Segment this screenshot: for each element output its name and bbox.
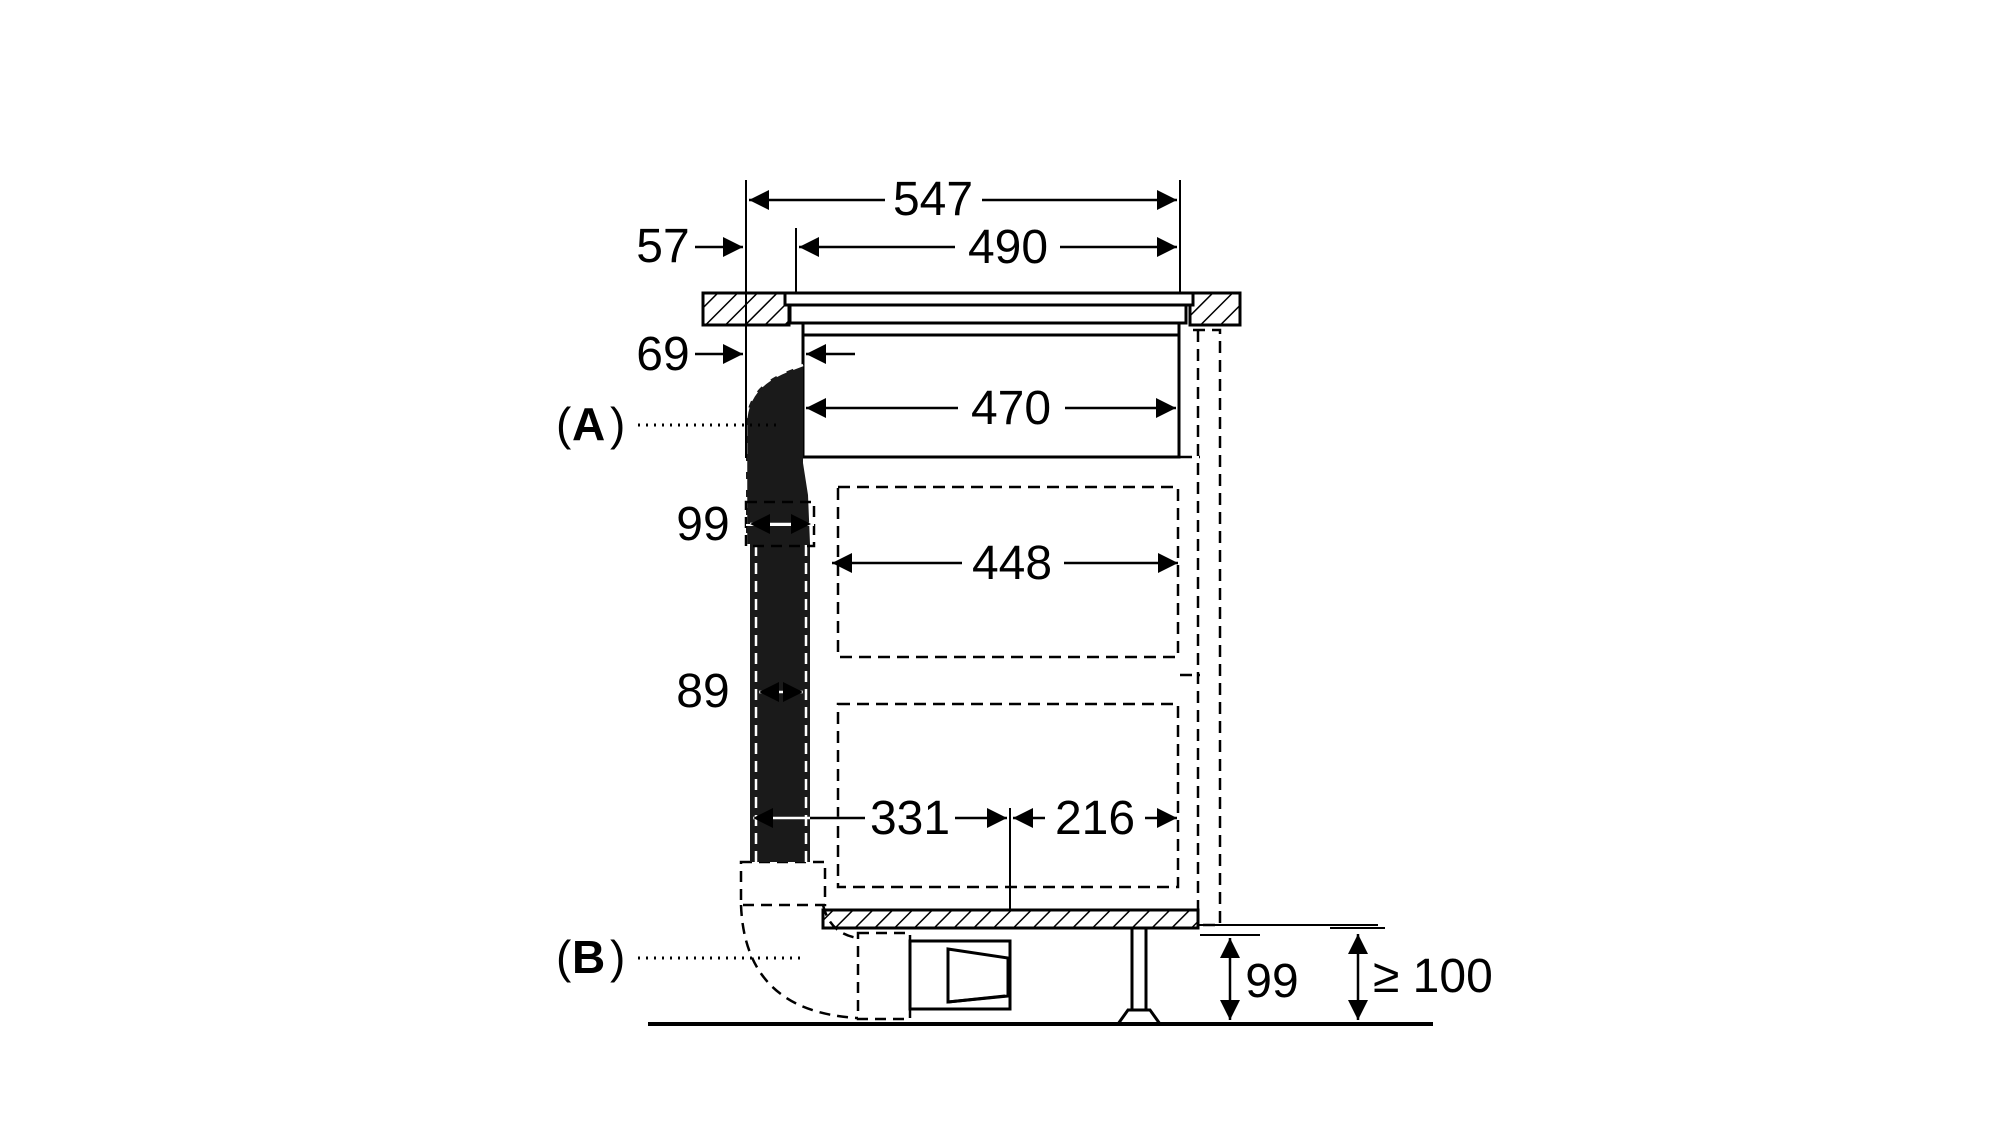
dim-448-text: 448 — [972, 537, 1052, 590]
dim-490-text: 490 — [968, 221, 1048, 274]
svg-text:(: ( — [556, 398, 572, 450]
dim-547-text: 547 — [893, 173, 973, 226]
duct-elbow — [739, 860, 912, 1021]
svg-text:A: A — [572, 398, 605, 450]
hob-frame — [788, 303, 1188, 325]
hob-top — [783, 291, 1195, 325]
svg-text:(: ( — [556, 931, 572, 983]
hob-glass — [783, 291, 1195, 307]
plinth-leg — [1115, 926, 1163, 1026]
extension-lines — [745, 180, 1378, 926]
dim-69-text: 69 — [636, 328, 689, 381]
dim-min-clearance-text: ≥ 100 — [1373, 950, 1493, 1003]
dim-57-text: 57 — [636, 220, 689, 273]
hob-body — [801, 333, 1181, 459]
vertical-duct — [744, 363, 816, 862]
label-b: ( B ) — [556, 931, 625, 983]
svg-text:): ) — [610, 398, 625, 450]
drawer-bottom — [836, 702, 1180, 889]
dim-216-text: 216 — [1055, 792, 1135, 845]
air-outlet-grille — [908, 939, 1012, 1011]
dim-99-plinth-text: 99 — [1245, 955, 1298, 1008]
dimension-lines — [695, 190, 1368, 1020]
label-a: ( A ) — [556, 398, 625, 450]
svg-text:B: B — [572, 931, 605, 983]
dim-99-duct-text: 99 — [676, 498, 729, 551]
svg-text:): ) — [610, 931, 625, 983]
dim-89-text: 89 — [676, 665, 729, 718]
dim-470-text: 470 — [971, 382, 1051, 435]
dim-331-text: 331 — [870, 792, 950, 845]
worktop-right-section — [1188, 291, 1242, 327]
cabinet-base — [821, 908, 1200, 930]
